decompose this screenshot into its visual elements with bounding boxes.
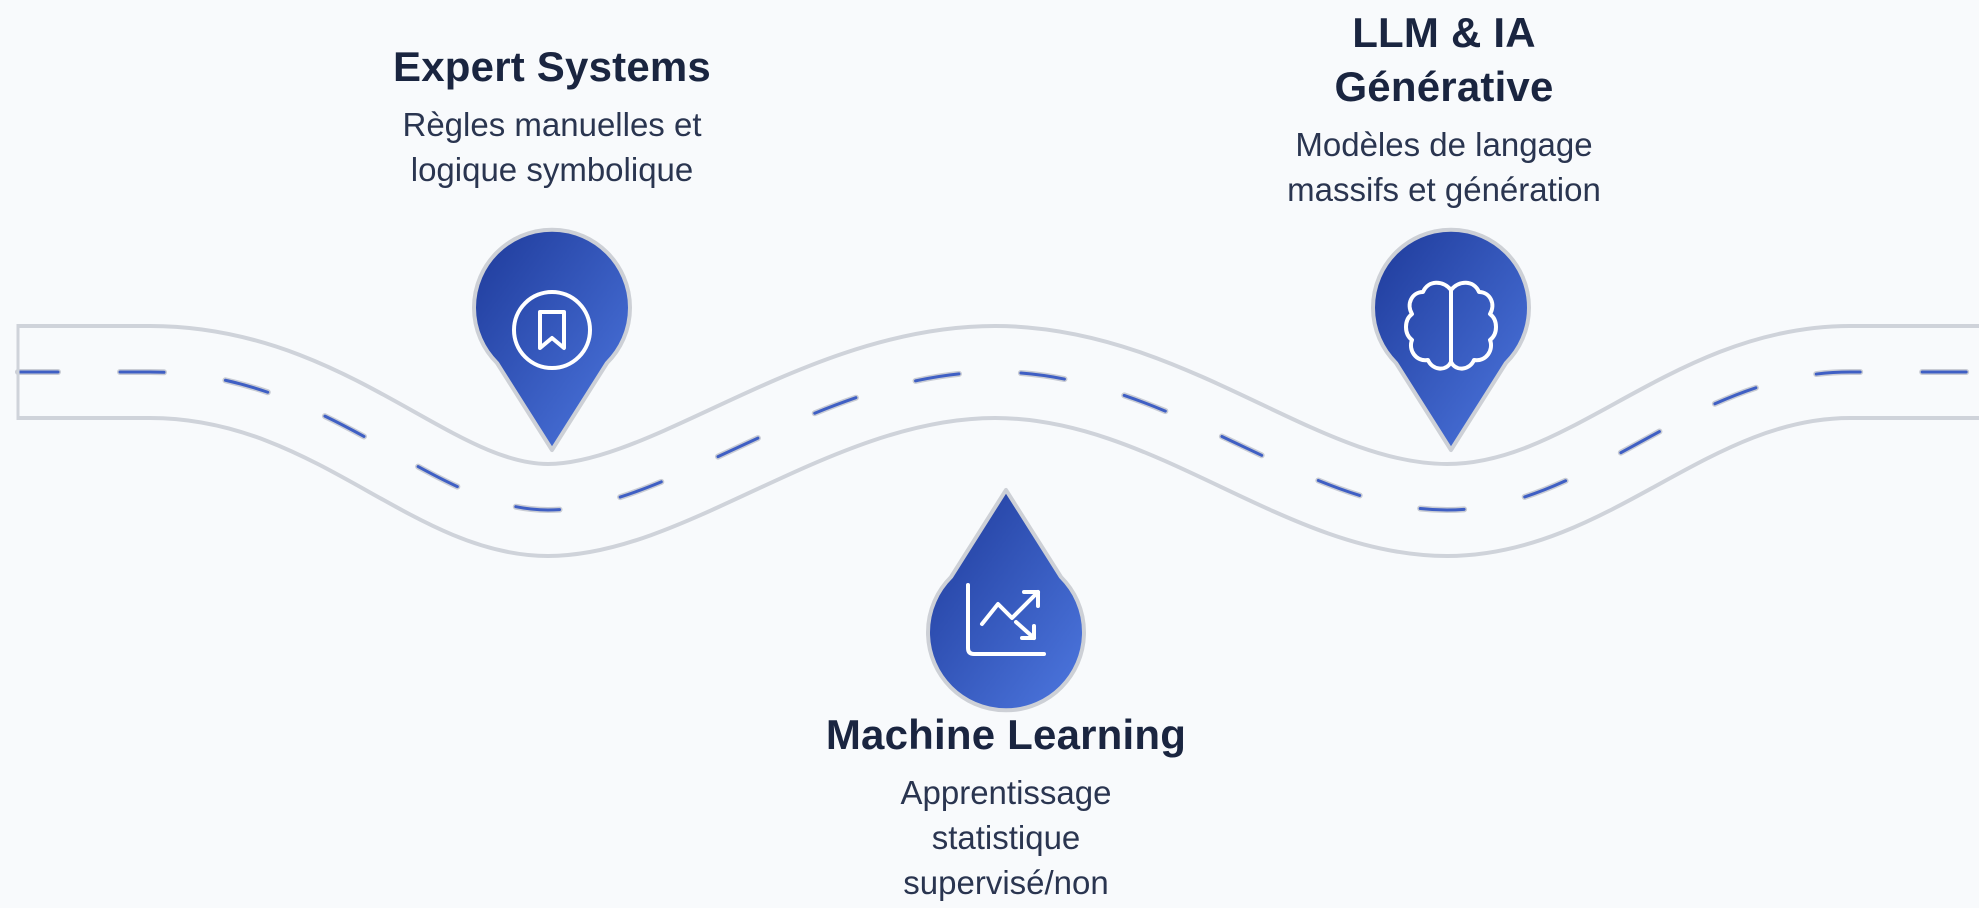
description-line: massifs et génération xyxy=(1287,171,1601,208)
pin-llm-ia-generative xyxy=(1371,227,1531,452)
description-line: logique symbolique xyxy=(410,151,694,188)
milestone-title: LLM & IA Générative xyxy=(1224,6,1664,114)
road-center-dashes xyxy=(16,370,1979,512)
description-line: Modèles de langage xyxy=(1295,126,1593,163)
pin-machine-learning xyxy=(926,488,1086,713)
road-surface xyxy=(18,328,1979,554)
pin-expert-systems xyxy=(472,227,632,452)
milestone-expert-systems: Expert Systems Règles manuelles et logiq… xyxy=(352,40,752,192)
description-line: statistique xyxy=(931,819,1081,856)
milestone-description: Règles manuelles et logique symbolique xyxy=(352,102,752,192)
description-line: supervisé/non xyxy=(903,864,1109,901)
milestone-machine-learning: Machine Learning Apprentissage statistiq… xyxy=(786,708,1226,905)
title-line: Machine Learning xyxy=(825,711,1187,758)
title-line: Générative xyxy=(1334,63,1554,110)
brain-icon xyxy=(1404,280,1498,371)
road xyxy=(15,324,1979,558)
title-line: Expert Systems xyxy=(393,43,711,90)
chart-trend-icon xyxy=(966,583,1046,656)
milestone-title: Expert Systems xyxy=(352,40,752,94)
title-line: LLM & IA xyxy=(1352,9,1536,56)
milestone-description: Apprentissage statistique supervisé/non xyxy=(786,770,1226,905)
bookmark-circle-icon xyxy=(512,290,592,370)
pin-marker xyxy=(926,488,1086,713)
milestone-llm-ia-generative: LLM & IA Générative Modèles de langage m… xyxy=(1224,6,1664,212)
description-line: Apprentissage xyxy=(900,774,1112,811)
milestone-description: Modèles de langage massifs et génération xyxy=(1224,122,1664,212)
milestone-title: Machine Learning xyxy=(786,708,1226,762)
description-line: Règles manuelles et xyxy=(402,106,702,143)
